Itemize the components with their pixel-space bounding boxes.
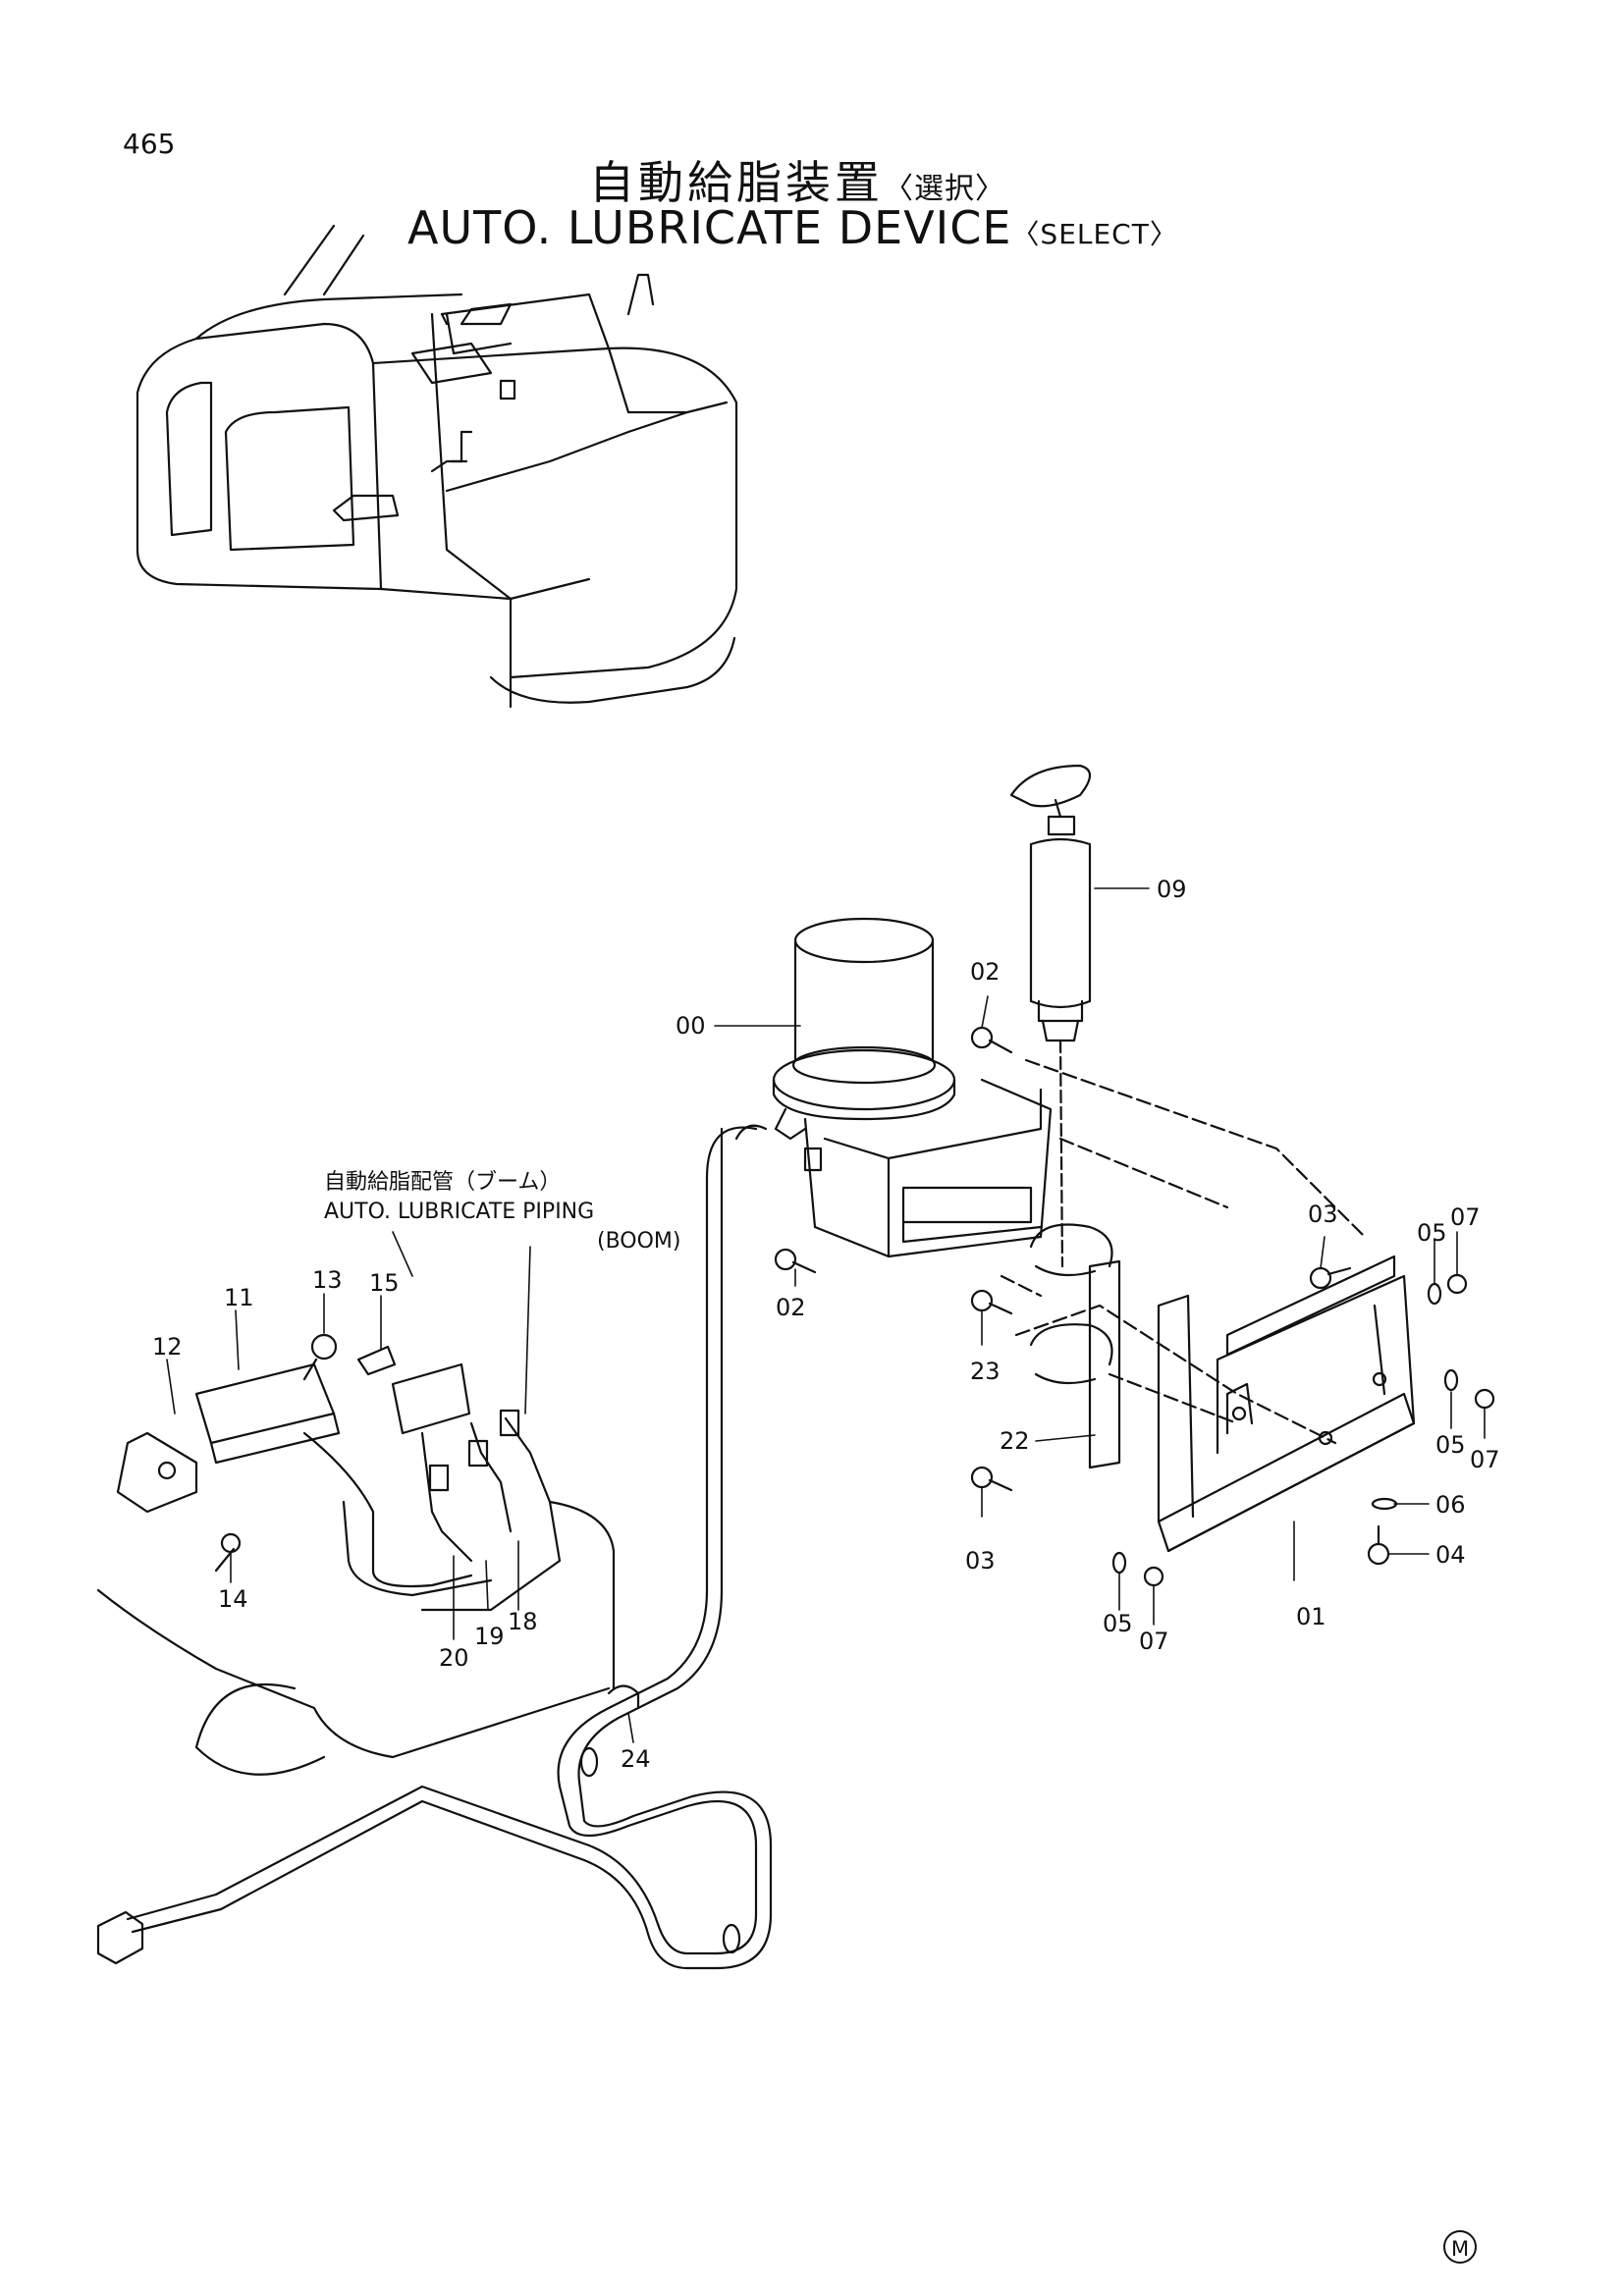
excavator-drawing bbox=[135, 224, 738, 709]
callout-06: 06 bbox=[1435, 1491, 1466, 1519]
callout-03-left: 03 bbox=[965, 1547, 996, 1575]
callout-07-upper: 07 bbox=[1450, 1203, 1481, 1231]
callout-01: 01 bbox=[1296, 1603, 1326, 1630]
callout-24: 24 bbox=[621, 1745, 651, 1773]
bolt-23 bbox=[970, 1289, 1013, 1315]
bolt-04 bbox=[1367, 1524, 1390, 1566]
callout-18: 18 bbox=[508, 1608, 538, 1635]
callout-22: 22 bbox=[1000, 1427, 1030, 1455]
bolt-03-right bbox=[1309, 1266, 1352, 1290]
callout-04: 04 bbox=[1435, 1541, 1466, 1569]
title-en-main: AUTO. LUBRICATE DEVICE bbox=[407, 201, 1012, 254]
washer-06 bbox=[1371, 1497, 1398, 1511]
callout-12: 12 bbox=[152, 1333, 183, 1361]
callout-02-upper: 02 bbox=[970, 958, 1001, 986]
grease-pump-00 bbox=[734, 917, 1053, 1258]
callout-19: 19 bbox=[474, 1623, 505, 1650]
title-en-sub: 〈SELECT〉 bbox=[1011, 218, 1178, 250]
callout-20: 20 bbox=[439, 1644, 469, 1672]
hose-line bbox=[96, 1126, 773, 1970]
footer-mark: M bbox=[1443, 2230, 1477, 2264]
callout-03-right: 03 bbox=[1308, 1201, 1338, 1228]
callout-11: 11 bbox=[224, 1284, 254, 1311]
callout-05-lower: 05 bbox=[1103, 1610, 1133, 1637]
title-jp-sub: 〈選択〉 bbox=[884, 172, 1005, 206]
assembly-lines bbox=[1000, 1058, 1367, 1445]
leader-lines bbox=[166, 887, 1486, 1743]
callout-07-middle: 07 bbox=[1470, 1446, 1500, 1473]
callout-15: 15 bbox=[369, 1269, 400, 1297]
callout-labels: 00 01 02 02 03 03 04 05 05 05 06 07 07 0… bbox=[152, 876, 1500, 1773]
piping-label-en-sub: (BOOM) bbox=[597, 1229, 681, 1254]
callout-14: 14 bbox=[218, 1585, 248, 1613]
clamp-22 bbox=[1029, 1223, 1121, 1469]
filler-gun-09 bbox=[1009, 764, 1092, 1268]
boom-piping-assembly bbox=[96, 1333, 616, 1776]
bolt-02-lower bbox=[774, 1248, 817, 1274]
callout-09: 09 bbox=[1157, 876, 1187, 903]
callout-00: 00 bbox=[676, 1012, 706, 1040]
bolt-03-left bbox=[970, 1466, 1013, 1492]
title-english: AUTO. LUBRICATE DEVICE〈SELECT〉 bbox=[407, 201, 1178, 254]
piping-label-jp: 自動給脂配管（ブーム） bbox=[324, 1170, 562, 1195]
callout-07-lower: 07 bbox=[1139, 1628, 1169, 1655]
nuts-07 bbox=[1143, 1273, 1495, 1587]
bracket-01 bbox=[1157, 1255, 1416, 1553]
piping-label-en: AUTO. LUBRICATE PIPING bbox=[324, 1200, 595, 1224]
bolt-02-upper bbox=[970, 1026, 1013, 1054]
title-jp-main: 自動給脂装置 bbox=[589, 156, 884, 209]
callout-02-lower: 02 bbox=[776, 1294, 806, 1321]
callout-05-middle: 05 bbox=[1435, 1431, 1466, 1459]
callout-13: 13 bbox=[312, 1266, 343, 1294]
title-japanese: 自動給脂装置〈選択〉 bbox=[589, 147, 1005, 212]
callout-23: 23 bbox=[970, 1358, 1001, 1385]
page-number: 465 bbox=[123, 128, 176, 160]
washers-05 bbox=[1111, 1282, 1459, 1575]
callout-05-upper: 05 bbox=[1417, 1219, 1447, 1247]
